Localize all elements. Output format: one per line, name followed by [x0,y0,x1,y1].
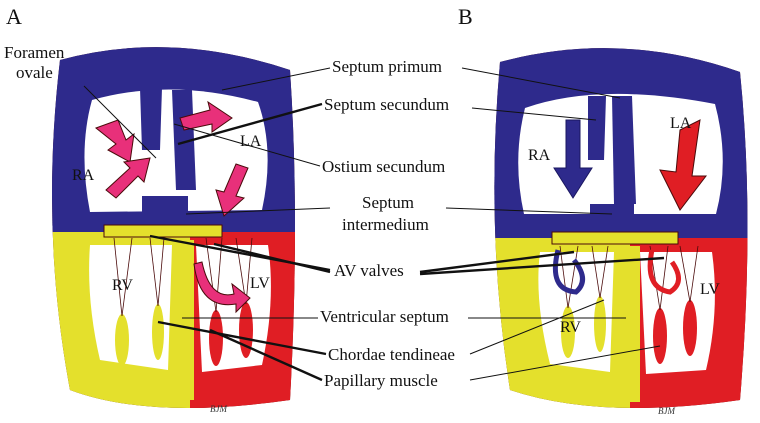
chordae-tendineae [559,245,699,311]
flow-arrow [193,261,251,314]
septum-intermedium [142,196,188,220]
chordae-tendineae-label: Chordae tendineae [328,345,455,364]
artist-signature: BJM [658,406,675,416]
flow-arrow [94,119,135,163]
chamber-label-rv: RV [560,319,581,336]
foramen-ovale-label: Foramen [4,43,65,62]
septum-intermedium [590,204,634,228]
chamber-label-la: LA [670,115,692,132]
septum-secundum-label: Septum secundum [324,95,449,114]
chamber-label-lv: LV [250,275,270,292]
papillary-muscle [152,304,164,360]
papillary-muscle [561,306,575,358]
papillary-muscle [594,296,606,352]
papillary-muscle-label: Papillary muscle [324,371,438,390]
rv-cavity [89,245,172,370]
chamber-label-rv: RV [112,277,133,294]
artist-signature: BJM [210,404,227,414]
chamber-label-ra: RA [528,147,551,164]
blood-flow-arrows [94,100,251,314]
leader-lines [83,67,665,382]
papillary-muscle [653,308,667,364]
venous-flow-arrow [553,119,593,199]
flow-arrow [179,100,233,133]
av-valves-label: AV valves [334,261,404,280]
papillary-muscle [115,314,129,366]
ostium-secundum-label: Ostium secundum [322,157,445,176]
septum-intermedium-label: intermedium [342,215,429,234]
av-valve-leaflet [552,249,585,295]
panel-b-letter: B [458,4,473,29]
flow-arrow [215,163,249,217]
flow-arrow [105,157,151,199]
chamber-label-ra: RA [72,167,95,184]
chamber-label-lv: LV [700,281,720,298]
papillary-muscle [239,302,253,358]
arterial-flow-arrow [659,119,708,211]
septum-intermedium-label: Septum [362,193,414,212]
ventricular-septum-label: Ventricular septum [320,307,449,326]
panel-b [494,48,748,408]
septum-primum-label: Septum primum [332,57,442,76]
av-valve-band [551,231,679,245]
foramen-ovale-label: ovale [16,63,53,82]
av-valve-band [103,224,223,238]
ventricular-septum [616,246,640,402]
septum-secundum [140,88,162,150]
septum-primum [612,96,636,204]
panel-a [52,47,295,409]
chamber-label-la: LA [240,133,262,150]
av-valve-leaflet [647,249,681,295]
papillary-muscle [209,310,223,366]
panel-a-letter: A [6,4,22,29]
septum-secundum [588,96,606,160]
ventricular-septum [172,240,194,400]
papillary-muscle [683,300,697,356]
